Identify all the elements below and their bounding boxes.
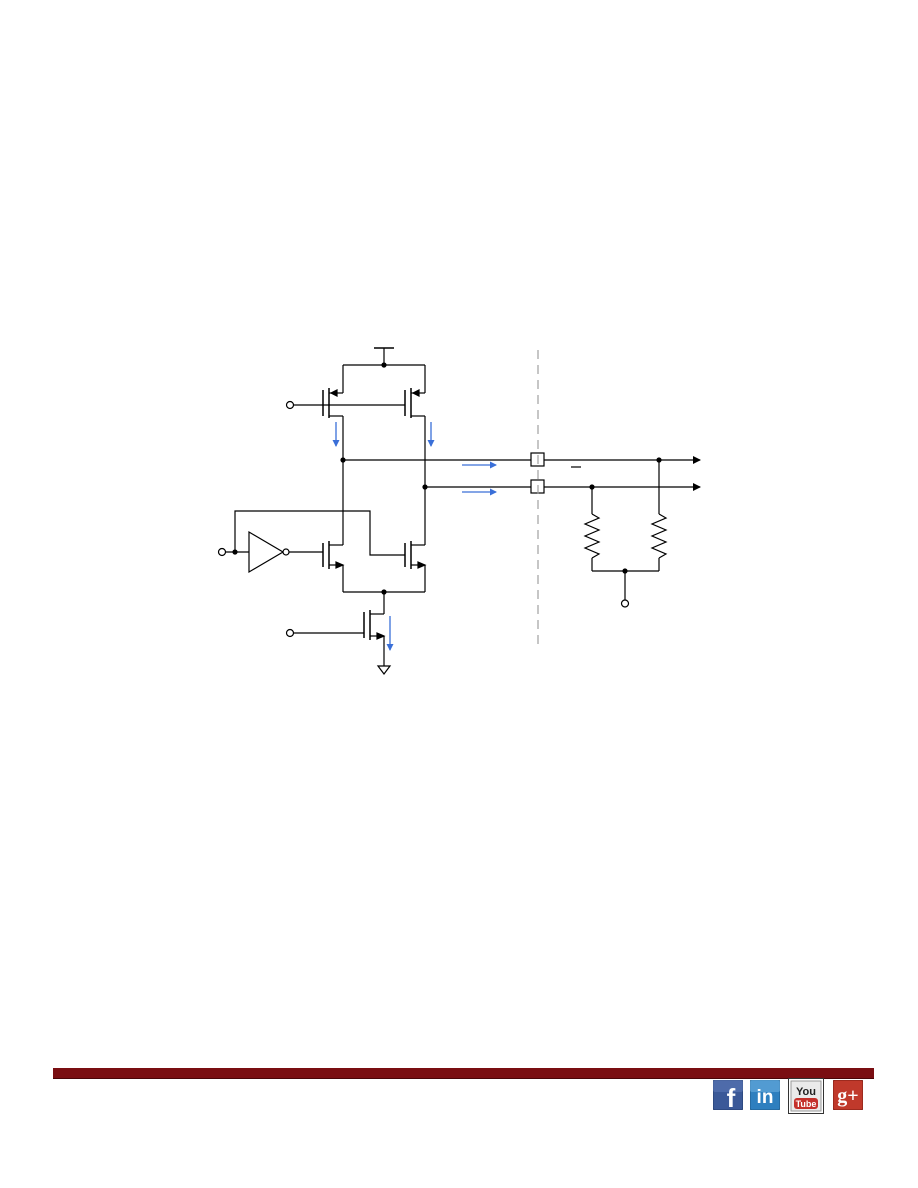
resistor-left [583, 487, 601, 571]
youtube-icon[interactable]: You Tube [788, 1078, 824, 1114]
nmos-tail [363, 592, 386, 666]
differential-driver-schematic [217, 347, 701, 675]
vdd-symbol [374, 347, 394, 365]
svg-text:in: in [757, 1087, 774, 1108]
svg-text:g+: g+ [837, 1085, 858, 1107]
svg-text:f: f [727, 1083, 736, 1110]
linkedin-icon[interactable]: in [750, 1080, 780, 1110]
googleplus-icon[interactable]: g+ [833, 1080, 863, 1110]
facebook-icon[interactable]: f [713, 1080, 743, 1110]
footer-bar [53, 1068, 874, 1079]
pmos-left [322, 388, 344, 460]
ground-symbol [376, 665, 392, 675]
nmos-right [404, 487, 427, 592]
pmos-right [404, 388, 426, 487]
svg-text:You: You [796, 1086, 816, 1098]
inverter-symbol [248, 530, 290, 574]
svg-text:Tube: Tube [796, 1099, 817, 1109]
resistor-right [650, 460, 668, 571]
nmos-left [322, 460, 345, 592]
